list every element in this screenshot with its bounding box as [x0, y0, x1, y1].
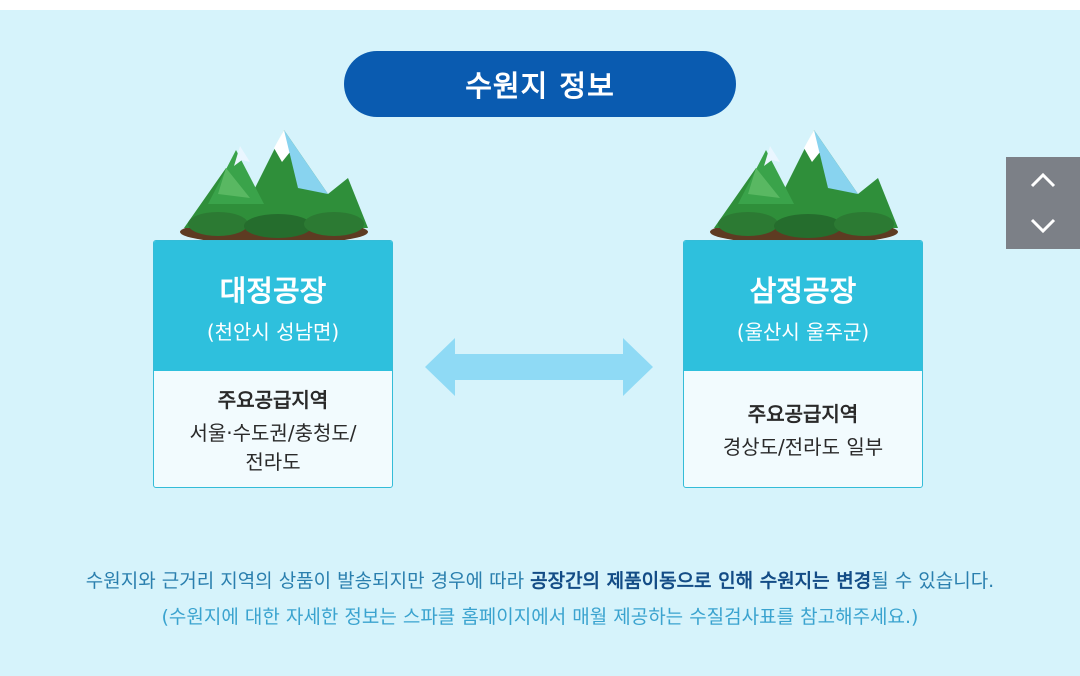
double-arrow-icon — [425, 338, 653, 396]
mountain-icon — [710, 130, 898, 244]
factory-name: 삼정공장 — [749, 273, 857, 308]
page-title-text: 수원지 정보 — [465, 69, 615, 103]
supply-region-value: 경상도/전라도 일부 — [684, 433, 922, 462]
factory-card-daejeong: 대정공장 (천안시 성남면) 주요공급지역 서울·수도권/충청도/ 전라도 — [153, 240, 393, 488]
supply-region-line: 서울·수도권/충청도/ — [189, 420, 357, 445]
scroll-up-button[interactable] — [1006, 157, 1080, 203]
factory-card-samjeong: 삼정공장 (울산시 울주군) 주요공급지역 경상도/전라도 일부 — [683, 240, 923, 488]
supply-region-value: 서울·수도권/충청도/ 전라도 — [154, 419, 392, 477]
mountain-icon — [180, 130, 368, 244]
supply-region-line: 전라도 — [245, 449, 301, 474]
chevron-down-icon — [1030, 218, 1056, 234]
scroll-nav-widget — [1006, 157, 1080, 249]
factory-card-header: 대정공장 (천안시 성남면) — [154, 241, 392, 371]
page-title: 수원지 정보 — [344, 51, 736, 117]
factory-card-header: 삼정공장 (울산시 울주군) — [684, 241, 922, 371]
notice-text: 수원지와 근거리 지역의 상품이 발송되지만 경우에 따라 — [85, 570, 531, 592]
factory-name: 대정공장 — [219, 273, 327, 308]
factory-location: (천안시 성남면) — [206, 319, 340, 344]
factory-location: (울산시 울주군) — [736, 319, 870, 344]
factory-card-body: 주요공급지역 서울·수도권/충청도/ 전라도 — [154, 371, 392, 487]
source-change-notice: 수원지와 근거리 지역의 상품이 발송되지만 경우에 따라 공장간의 제품이동으… — [0, 566, 1080, 593]
notice-text: 될 수 있습니다. — [871, 570, 995, 592]
chevron-up-icon — [1030, 172, 1056, 188]
supply-region-label: 주요공급지역 — [747, 402, 859, 426]
supply-region-label: 주요공급지역 — [217, 387, 329, 412]
factory-card-body: 주요공급지역 경상도/전라도 일부 — [684, 371, 922, 487]
supply-region-line: 경상도/전라도 일부 — [722, 435, 884, 459]
notice-highlight: 공장간의 제품이동으로 인해 수원지는 변경 — [530, 570, 872, 592]
scroll-down-button[interactable] — [1006, 203, 1080, 249]
source-info-notice: (수원지에 대한 자세한 정보는 스파클 홈페이지에서 매월 제공하는 수질검사… — [161, 606, 919, 628]
